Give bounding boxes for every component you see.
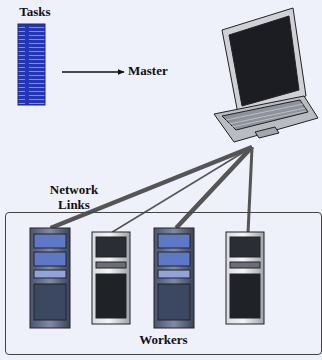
task-arrow: [62, 72, 124, 73]
worker-group: Workers: [5, 212, 322, 355]
node-label: Workers: [6, 333, 321, 348]
node-label: Tasks: [10, 5, 60, 20]
server-tower: [226, 232, 264, 324]
connector-line: [112, 147, 252, 232]
task-queue: Tasks: [10, 5, 60, 108]
server-tower: [154, 228, 194, 328]
connector-line: [176, 147, 252, 228]
server-tower: [30, 228, 70, 328]
network-label: Network Links: [42, 183, 106, 213]
connector-line: [62, 71, 124, 72]
laptop-icon: [214, 8, 318, 142]
server-tower: [92, 232, 130, 324]
connector-line: [248, 147, 252, 232]
master-node: Master: [124, 5, 318, 147]
node-label: Master: [128, 64, 168, 79]
task-stack: [18, 24, 45, 105]
